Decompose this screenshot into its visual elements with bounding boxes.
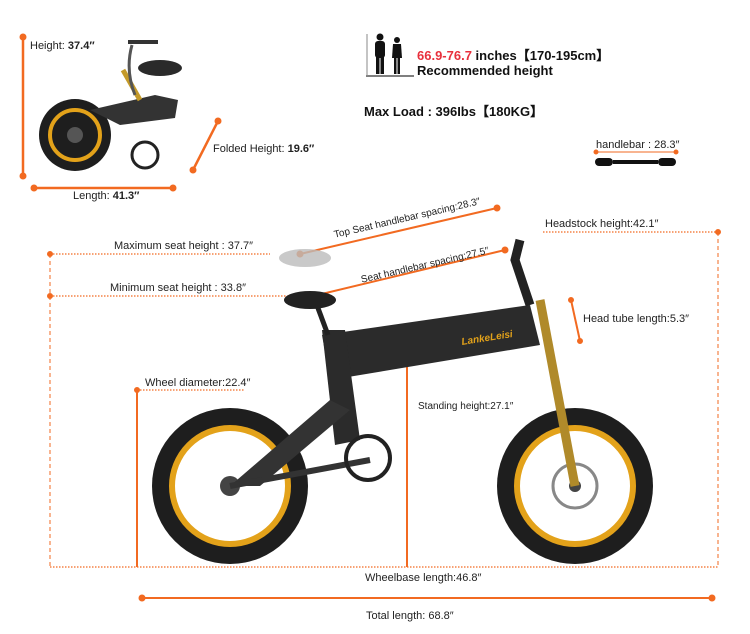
rider-range-suffix: inches【170-195cm】 bbox=[471, 48, 610, 63]
recommended-range: 66.9-76.7 inches【170-195cm】 bbox=[417, 45, 609, 64]
folded-bike-image bbox=[39, 40, 182, 171]
total-length-label: Total length: 68.8″ bbox=[366, 610, 454, 622]
rider-silhouette-icon bbox=[366, 33, 414, 77]
recommended-height-caption: Recommended height bbox=[417, 63, 553, 78]
head-tube-line bbox=[570, 299, 581, 342]
max-seat-label: Maximum seat height : 37.7″ bbox=[114, 240, 254, 252]
folded-length-label: Length: 41.3″ bbox=[73, 190, 139, 202]
top-seat-spacing-line bbox=[299, 207, 498, 255]
bike-image: LankeLeisi bbox=[152, 238, 653, 564]
wheelbase-label: Wheelbase length:46.8″ bbox=[365, 572, 482, 584]
standing-height-label: Standing height:27.1″ bbox=[418, 401, 514, 412]
handlebar-label: handlebar : 28.3″ bbox=[596, 139, 680, 151]
folded-height-value: 37.4″ bbox=[67, 40, 95, 52]
folded-length-value: 41.3″ bbox=[112, 190, 140, 202]
min-seat-label: Minimum seat height : 33.8″ bbox=[110, 282, 246, 294]
headstock-label: Headstock height:42.1″ bbox=[545, 218, 659, 230]
head-tube-label: Head tube length:5.3″ bbox=[583, 313, 690, 325]
folded-fold-height-line bbox=[191, 120, 220, 171]
wheel-diameter-label: Wheel diameter:22.4″ bbox=[145, 377, 251, 389]
folded-fold-height-label: Folded Height: 19.6″ bbox=[213, 143, 314, 155]
handlebar-image bbox=[595, 158, 676, 166]
folded-height-label: Height: 37.4″ bbox=[30, 40, 95, 52]
max-load: Max Load : 396Ibs【180KG】 bbox=[364, 104, 544, 119]
folded-fold-height-text: Folded Height: bbox=[213, 143, 285, 155]
folded-height-label-text: Height: bbox=[30, 40, 65, 52]
folded-fold-height-value: 19.6″ bbox=[287, 143, 315, 155]
folded-length-label-text: Length: bbox=[73, 190, 110, 202]
rider-range-value: 66.9-76.7 bbox=[417, 48, 472, 63]
seat-spacing-line bbox=[304, 249, 506, 299]
